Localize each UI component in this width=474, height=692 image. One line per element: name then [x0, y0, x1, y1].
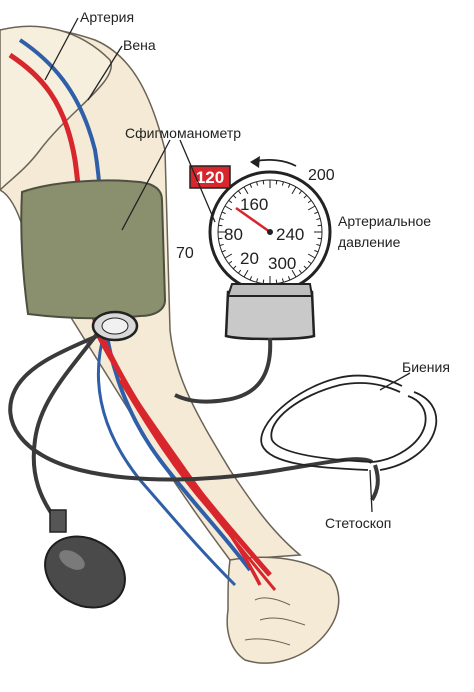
gauge-tube	[174, 337, 273, 404]
gauge-neck	[226, 283, 314, 297]
bulb-tube	[31, 328, 102, 527]
bulb-highlight	[59, 550, 85, 570]
gauge-tick	[249, 276, 253, 281]
gauge-tick	[287, 183, 291, 188]
leader-stethoscope	[369, 469, 373, 513]
gauge-tick	[275, 180, 278, 185]
dial-70: 70	[176, 245, 194, 262]
leader-vein	[87, 45, 123, 101]
dial-200: 200	[308, 167, 335, 184]
stethoscope-earpieces	[260, 374, 438, 471]
leader-artery	[44, 17, 79, 81]
ear-tube-1b	[260, 374, 403, 471]
label-sphygmomanometer: Сфигмоманометр	[125, 125, 241, 141]
reading-badge	[189, 165, 231, 189]
sphygmomanometer-gauge: 160 80 240 20 300 120 200 70	[176, 156, 335, 341]
cuff	[20, 179, 167, 320]
bulb	[44, 535, 126, 609]
gauge-ticks	[218, 180, 322, 284]
gauge-tick	[314, 211, 319, 215]
gauge-tick	[232, 194, 237, 199]
gauge-tick	[256, 278, 259, 283]
leader-lines	[44, 17, 411, 513]
stethoscope-tube-2	[370, 464, 380, 502]
leader-beats	[379, 372, 411, 391]
finger-lines	[244, 597, 306, 646]
gauge-tick	[224, 253, 233, 259]
gauge-tick	[237, 269, 242, 274]
leader-sphyg-cuff	[121, 139, 171, 231]
reading-value: 120	[196, 168, 224, 187]
stethoscope-chest-piece	[91, 310, 139, 342]
leader-sphyg-gauge	[179, 139, 216, 223]
gauge-tick	[307, 260, 312, 265]
gauge-needle	[235, 206, 271, 234]
gauge-hub	[267, 229, 273, 235]
gauge-tick	[303, 194, 308, 199]
dial-300: 300	[268, 254, 296, 273]
gauge-tick	[307, 253, 316, 259]
gauge-tick	[218, 237, 223, 240]
gauge-tick	[243, 186, 249, 195]
gauge-tick	[219, 218, 224, 221]
gauge-tick	[317, 224, 322, 227]
chest-piece-inner	[101, 317, 129, 335]
gauge-tick	[249, 183, 253, 188]
dial-240: 240	[276, 225, 304, 244]
gauge-tick	[287, 276, 291, 281]
gauge-tick	[221, 249, 226, 253]
gauge-tick	[275, 279, 278, 284]
gauge-tick	[317, 237, 322, 240]
dial-80: 80	[224, 225, 243, 244]
gauge-tick	[307, 205, 316, 211]
gauge-tick	[307, 199, 312, 204]
gauge-tick	[303, 265, 308, 270]
label-arterial-pressure-1: Артериальное	[338, 213, 431, 229]
arrow-head-icon	[250, 156, 260, 168]
gauge-tick	[281, 278, 284, 283]
label-beats: Биения	[402, 359, 450, 375]
gauge-tick	[298, 269, 303, 274]
gauge-tick	[291, 269, 297, 278]
gauge-tick	[281, 181, 284, 186]
ear-tube-2	[371, 395, 427, 463]
gauge-tick	[262, 180, 265, 185]
tubing	[8, 328, 380, 527]
gauge-tick	[237, 190, 242, 195]
gauge-tick	[228, 199, 233, 204]
gauge-tick	[218, 224, 223, 227]
gauge-tick	[224, 205, 233, 211]
gauge-tick	[291, 186, 297, 195]
label-artery: Артерия	[80, 9, 134, 25]
gauge-tick	[228, 260, 233, 265]
artery-branch-2	[118, 379, 277, 591]
gauge-tick	[219, 243, 224, 246]
stethoscope-tube	[8, 328, 374, 482]
cuff-band	[20, 179, 167, 320]
bulb-valve	[49, 509, 67, 533]
gauge-tick	[298, 190, 303, 195]
label-arterial-pressure-2: давление	[338, 234, 401, 250]
gauge-tick	[256, 181, 259, 186]
dial-160: 160	[240, 195, 268, 214]
gauge-tick	[262, 279, 265, 284]
gauge-tick	[243, 269, 249, 278]
gauge-base	[224, 289, 316, 341]
hand	[226, 556, 340, 664]
gauge-tick	[232, 265, 237, 270]
ear-tube-2b	[379, 391, 438, 471]
label-stethoscope: Стетоскоп	[325, 515, 391, 531]
gauge-tick	[221, 211, 226, 215]
gauge-tick	[316, 218, 321, 221]
dial-20: 20	[240, 249, 259, 268]
label-vein: Вена	[123, 37, 156, 53]
ear-tube-1	[270, 382, 401, 463]
gauge-tick	[316, 243, 321, 246]
gauge-tick	[314, 249, 319, 253]
pump-bulb	[44, 509, 126, 609]
